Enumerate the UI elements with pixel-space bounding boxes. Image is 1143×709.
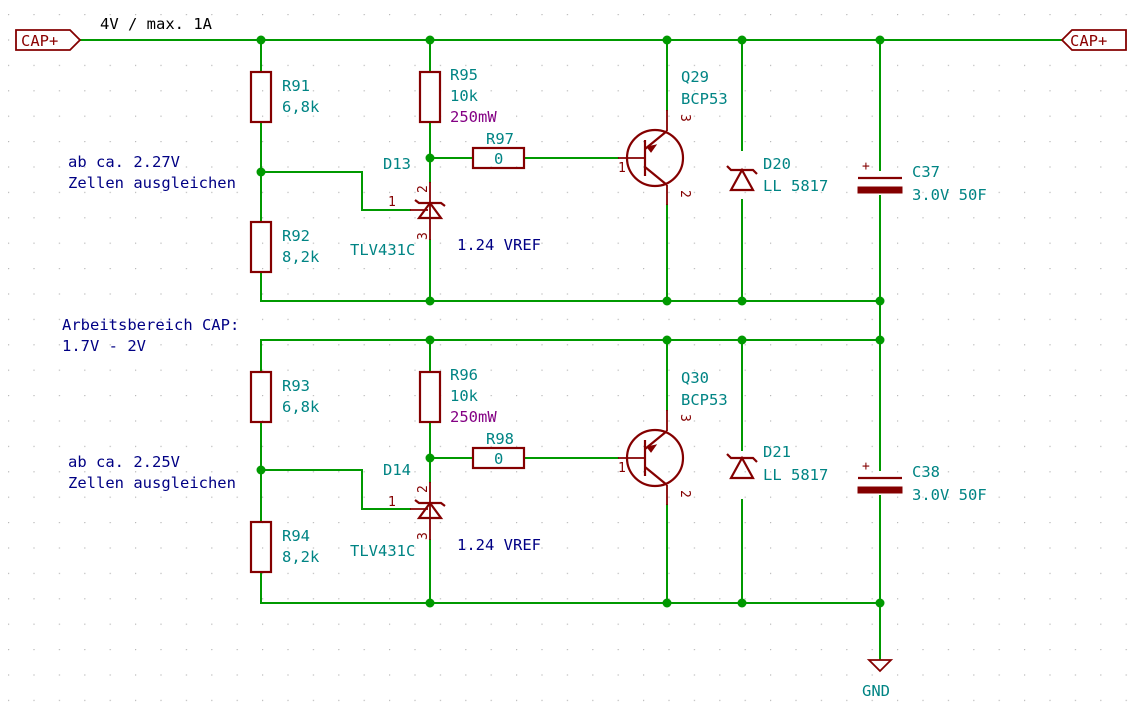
resistor-r91[interactable]: R91 6,8k	[249, 70, 320, 124]
port-label-right: CAP+	[1070, 32, 1107, 50]
svg-text:6,8k: 6,8k	[282, 98, 320, 116]
svg-text:2: 2	[416, 485, 431, 493]
svg-text:250mW: 250mW	[450, 408, 497, 426]
svg-text:BCP53: BCP53	[681, 90, 728, 108]
port-cap-plus-left[interactable]: CAP+	[15, 29, 82, 51]
svg-text:Q30: Q30	[681, 369, 709, 387]
transistor-q30[interactable]: Q30 BCP53 1 3 2	[618, 369, 728, 505]
gnd-label: GND	[862, 682, 890, 700]
svg-text:1: 1	[618, 161, 626, 176]
transistor-q29[interactable]: Q29 BCP53 1 3 2	[618, 68, 728, 205]
svg-text:1: 1	[388, 495, 396, 510]
svg-text:1: 1	[618, 461, 626, 476]
note-range-2: 1.7V - 2V	[62, 337, 146, 355]
resistor-r94[interactable]: R94 8,2k	[249, 520, 320, 574]
svg-text:R94: R94	[282, 527, 310, 545]
note-vref-bottom: 1.24 VREF	[457, 536, 541, 554]
svg-text:3: 3	[416, 232, 431, 240]
note-threshold-bottom-2: Zellen ausgleichen	[68, 474, 236, 492]
svg-text:R97: R97	[486, 130, 514, 148]
svg-text:LL 5817: LL 5817	[763, 177, 828, 195]
svg-text:R95: R95	[450, 66, 478, 84]
svg-text:R96: R96	[450, 366, 478, 384]
capacitor-c37[interactable]: + C37 3.0V 50F	[857, 159, 987, 204]
svg-text:3: 3	[416, 532, 431, 540]
svg-text:2: 2	[677, 490, 692, 498]
svg-text:R92: R92	[282, 227, 310, 245]
svg-text:R93: R93	[282, 377, 310, 395]
svg-text:D20: D20	[763, 155, 791, 173]
svg-text:C37: C37	[912, 163, 940, 181]
note-vref-top: 1.24 VREF	[457, 236, 541, 254]
wires	[77, 39, 1063, 661]
svg-text:3.0V 50F: 3.0V 50F	[912, 486, 987, 504]
svg-text:1: 1	[388, 195, 396, 210]
svg-text:8,2k: 8,2k	[282, 248, 320, 266]
svg-text:10k: 10k	[450, 87, 479, 105]
shunt-regulator-d14[interactable]: D14 TLV431C 1 2 3	[350, 461, 446, 560]
diode-d20[interactable]: D20 LL 5817	[726, 155, 828, 195]
port-label-left: CAP+	[21, 32, 58, 50]
svg-text:0: 0	[494, 450, 503, 468]
svg-text:3.0V 50F: 3.0V 50F	[912, 186, 987, 204]
capacitor-c38[interactable]: + C38 3.0V 50F	[857, 459, 987, 504]
note-threshold-top-2: Zellen ausgleichen	[68, 174, 236, 192]
svg-text:R91: R91	[282, 77, 310, 95]
resistor-r95[interactable]: R95 10k 250mW	[418, 66, 497, 126]
svg-text:D14: D14	[383, 461, 411, 479]
resistor-r98[interactable]: R98 0	[471, 430, 526, 470]
junctions	[256, 35, 885, 608]
svg-text:C38: C38	[912, 463, 940, 481]
svg-text:3: 3	[677, 114, 692, 122]
resistor-r97[interactable]: R97 0	[471, 130, 526, 170]
note-threshold-top-1: ab ca. 2.27V	[68, 153, 180, 171]
resistor-r96[interactable]: R96 10k 250mW	[418, 366, 497, 426]
note-range-1: Arbeitsbereich CAP:	[62, 316, 239, 334]
svg-text:10k: 10k	[450, 387, 479, 405]
svg-text:TLV431C: TLV431C	[350, 542, 415, 560]
svg-text:250mW: 250mW	[450, 108, 497, 126]
port-cap-plus-right[interactable]: CAP+	[1060, 29, 1127, 51]
svg-text:3: 3	[677, 414, 692, 422]
svg-text:+: +	[862, 159, 870, 174]
svg-text:TLV431C: TLV431C	[350, 241, 415, 259]
svg-text:+: +	[862, 459, 870, 474]
svg-text:R98: R98	[486, 430, 514, 448]
svg-text:LL 5817: LL 5817	[763, 466, 828, 484]
resistor-r93[interactable]: R93 6,8k	[249, 370, 320, 424]
svg-text:0: 0	[494, 150, 503, 168]
svg-text:6,8k: 6,8k	[282, 398, 320, 416]
svg-text:D13: D13	[383, 155, 411, 173]
svg-text:2: 2	[677, 190, 692, 198]
svg-text:2: 2	[416, 185, 431, 193]
diode-d21[interactable]: D21 LL 5817	[726, 443, 828, 484]
svg-text:D21: D21	[763, 443, 791, 461]
note-threshold-bottom-1: ab ca. 2.25V	[68, 453, 180, 471]
shunt-regulator-d13[interactable]: D13 TLV431C 1 2 3	[350, 155, 446, 259]
gnd-symbol[interactable]: GND	[862, 659, 894, 700]
svg-text:Q29: Q29	[681, 68, 709, 86]
svg-text:BCP53: BCP53	[681, 391, 728, 409]
svg-text:8,2k: 8,2k	[282, 548, 320, 566]
net-label-rail: 4V / max. 1A	[100, 15, 213, 33]
resistor-r92[interactable]: R92 8,2k	[249, 220, 320, 274]
